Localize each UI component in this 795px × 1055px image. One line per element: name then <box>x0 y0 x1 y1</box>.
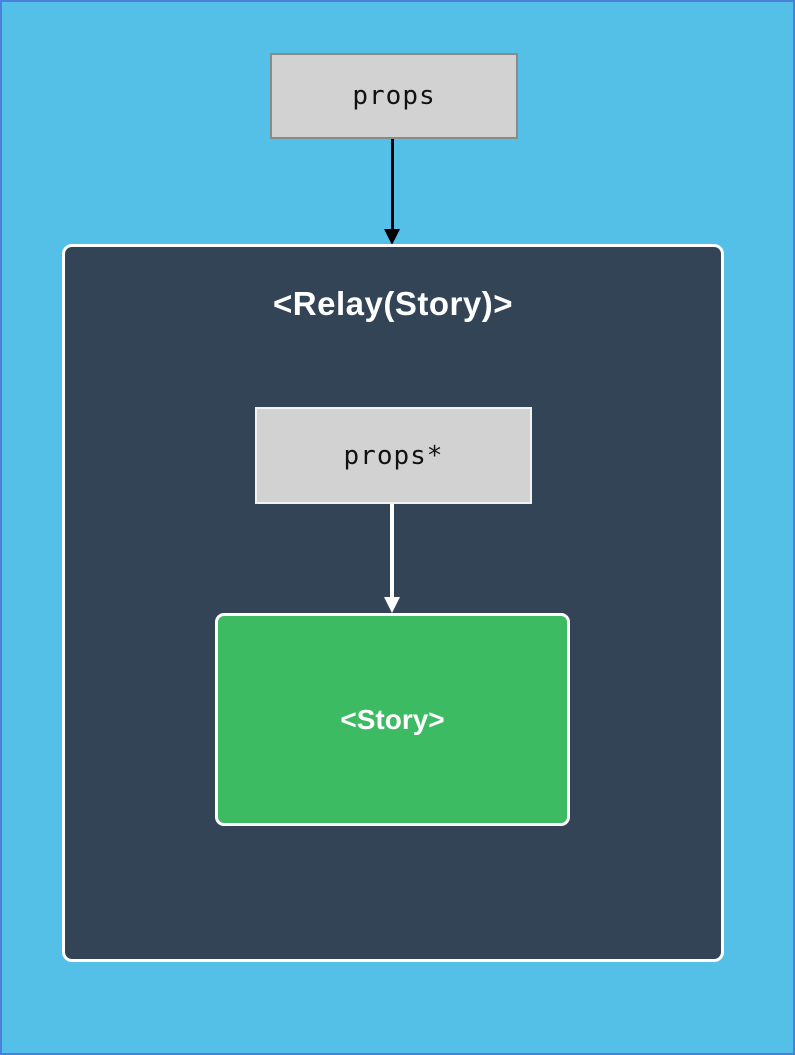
relay-story-container: <Relay(Story)> props* <Story> <box>62 244 724 962</box>
props-star-node: props* <box>255 407 532 504</box>
story-node: <Story> <box>215 613 570 826</box>
props-star-to-story-arrow-shaft <box>390 504 394 597</box>
props-star-to-story-arrowhead-icon <box>384 597 400 613</box>
props-node-label: props <box>352 81 436 111</box>
relay-story-title: <Relay(Story)> <box>273 285 513 322</box>
props-to-relay-arrowhead-icon <box>384 229 400 245</box>
props-to-relay-arrow-shaft <box>391 139 394 229</box>
story-node-label: <Story> <box>340 703 445 735</box>
props-node: props <box>270 53 518 139</box>
props-star-node-label: props* <box>343 440 444 471</box>
